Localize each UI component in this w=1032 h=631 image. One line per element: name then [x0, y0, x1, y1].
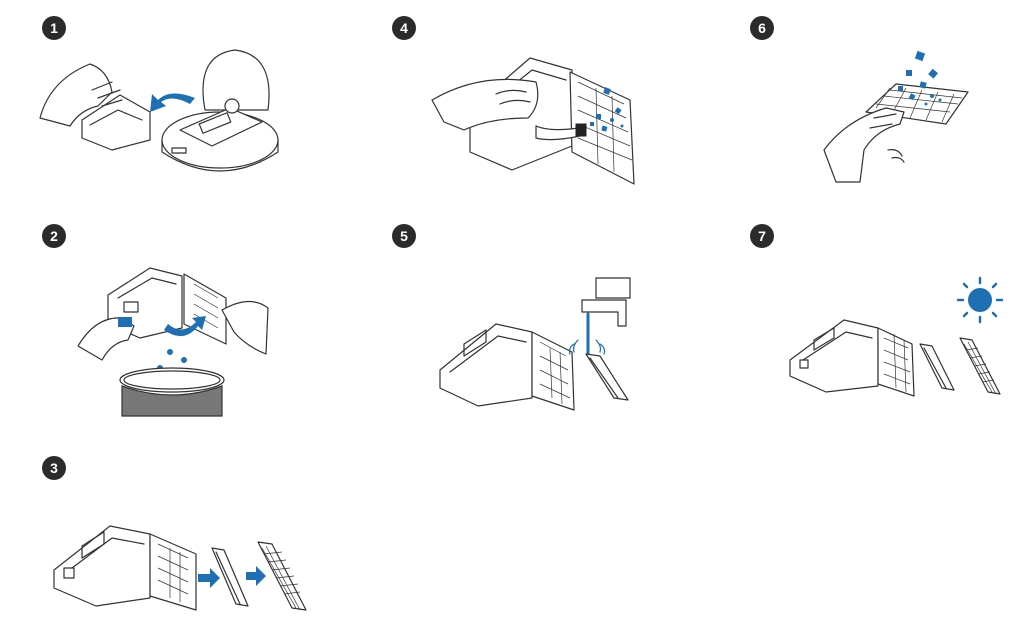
- step-4: 4: [360, 0, 700, 200]
- rinse-filter-illustration: [439, 277, 631, 411]
- brush-filter-illustration: [431, 57, 635, 185]
- step-1: 1: [0, 0, 340, 200]
- step-6-badge: 6: [750, 16, 774, 40]
- dry-filters-illustration: [789, 276, 1004, 397]
- step-2-badge: 2: [42, 224, 66, 248]
- step-6: 6: [720, 0, 1032, 200]
- step-1-badge: 1: [42, 16, 66, 40]
- sun-icon: [956, 276, 1004, 324]
- remove-dustbin-illustration: [39, 49, 279, 172]
- step-3: 3: [0, 450, 340, 625]
- step-5-badge: 5: [392, 224, 416, 248]
- step-7: 7: [720, 220, 1032, 430]
- step-3-badge: 3: [42, 456, 66, 480]
- step-4-badge: 4: [392, 16, 416, 40]
- tap-filter-illustration: [823, 50, 969, 183]
- remove-filters-illustration: [53, 525, 307, 611]
- step-2: 2: [0, 220, 340, 430]
- step-5: 5: [360, 220, 700, 430]
- step-7-badge: 7: [750, 224, 774, 248]
- empty-dustbin-illustration: [77, 267, 269, 417]
